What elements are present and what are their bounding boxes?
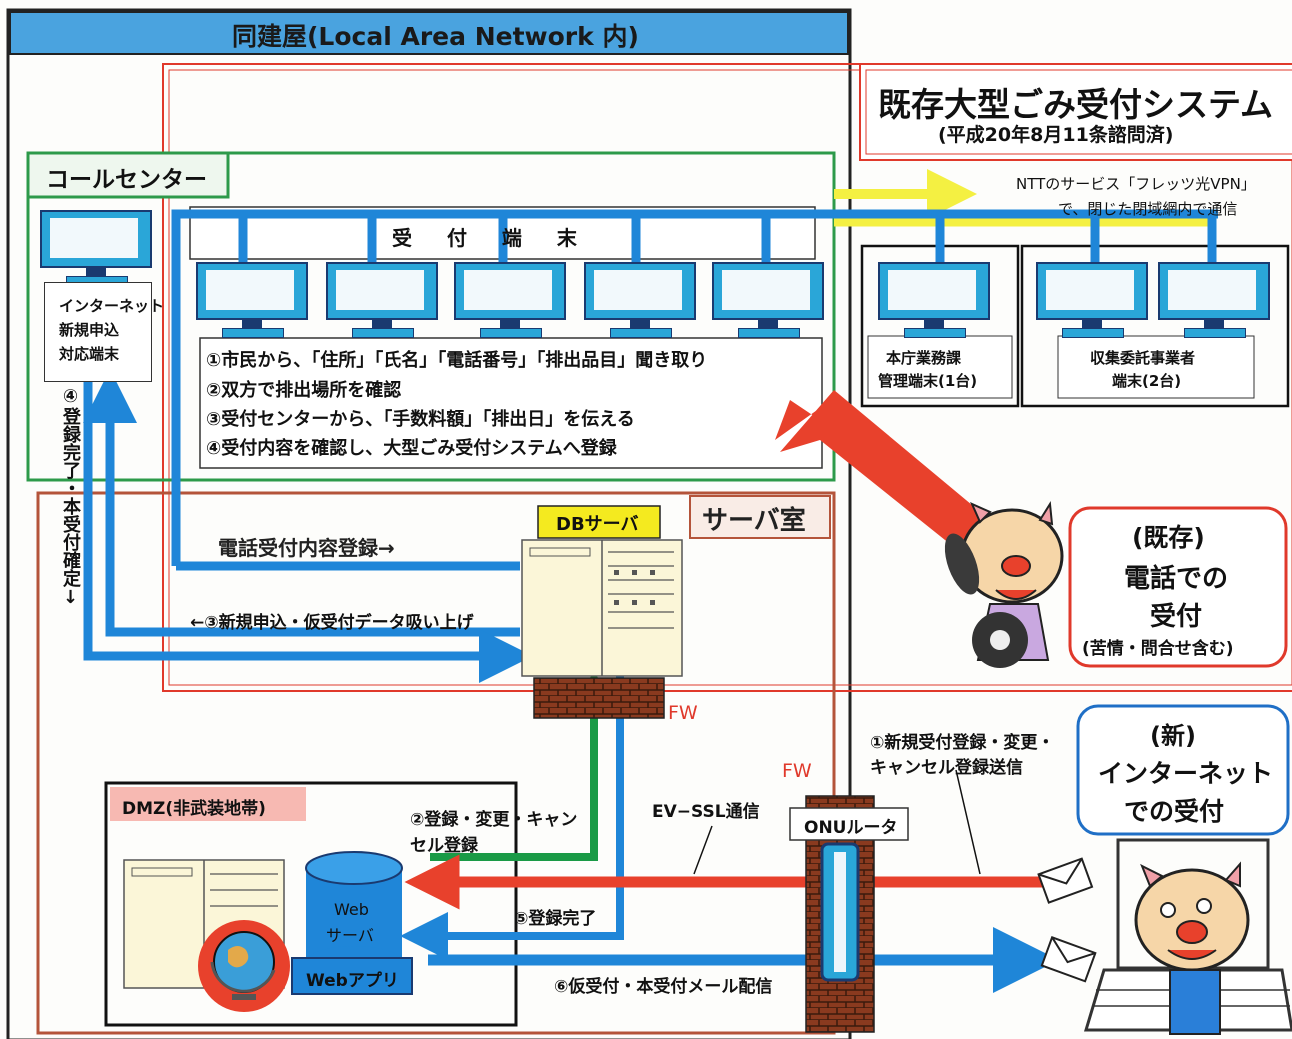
terminal-office-line2: 管理端末(1台) — [878, 372, 978, 390]
call-center-title: コールセンター — [46, 167, 207, 193]
new-registration-line1: ①新規受付登録・変更・ — [870, 733, 1055, 753]
step-3: ③受付センターから、「手数料額」「排出日」を伝える — [206, 409, 635, 430]
monitor-icon — [326, 262, 438, 338]
server-room-frame — [36, 491, 836, 1035]
existing-system-frame — [162, 63, 1292, 692]
pig-mascot-phone-icon — [944, 500, 1064, 668]
new-registration-line2: キャンセル登録送信 — [870, 758, 1023, 778]
web-server-line1: Web — [334, 900, 369, 919]
monitor-icon — [196, 262, 308, 338]
dmz-frame — [104, 781, 518, 1027]
vertical-note-text: ④登録完了・本受付確定↓ — [60, 386, 81, 608]
existing-terminal-frames — [860, 244, 1290, 408]
internet-terminal-line1: インターネット — [59, 297, 165, 315]
internet-reception-line1: (新) — [1150, 722, 1196, 750]
monitor-icon — [1158, 262, 1270, 338]
vpn-note-line1: NTTのサービス「フレッツ光VPN」 — [1016, 175, 1256, 193]
fw-label-db: FW — [668, 702, 698, 724]
vertical-note: ④登録完了・本受付確定↓ — [58, 386, 82, 614]
monitor-icon — [454, 262, 566, 338]
complete-label: ⑤登録完了 — [514, 909, 597, 929]
internet-terminal-label-box: インターネット 新規申込 対応端末 — [44, 282, 164, 382]
ev-ssl-label: EV−SSL通信 — [652, 802, 760, 822]
existing-system-subtitle: (平成20年8月11条諮問済) — [938, 124, 1174, 146]
internet-traffic-arrows — [404, 769, 1059, 993]
monitor-icon — [878, 262, 990, 338]
terminal-contractor-line1: 収集委託事業者 — [1090, 349, 1196, 367]
terminal-contractor-line2: 端末(2台) — [1112, 372, 1182, 390]
intake-data-label: ←③新規申込・仮受付データ吸い上げ — [190, 613, 474, 633]
dmz-title: DMZ(非武装地帯) — [122, 799, 266, 819]
terminal-office-line1: 本庁業務課 — [886, 349, 962, 367]
mail-label: ⑥仮受付・本受付メール配信 — [554, 977, 773, 997]
monitor-icon — [712, 262, 824, 338]
server-room-title: サーバ室 — [702, 506, 806, 536]
db-firewall — [533, 677, 665, 719]
internet-reception-box — [1076, 704, 1290, 836]
register-line2: セル登録 — [410, 836, 478, 856]
pig-mascot-internet-icon — [1134, 861, 1250, 1035]
globe-icon — [198, 920, 290, 1012]
vpn-yellow-line — [834, 169, 1212, 227]
db-server-icon — [521, 505, 683, 677]
envelope-icon — [1037, 857, 1097, 983]
step-1: ①市民から、「住所」「氏名」「電話番号」「排出品目」聞き取り — [206, 350, 708, 371]
lan-title: 同建屋(Local Area Network 内) — [232, 22, 639, 51]
internet-terminal-line3: 対応端末 — [59, 345, 120, 363]
web-app-label: Webアプリ — [306, 971, 399, 991]
web-server-line2: サーバ — [326, 926, 374, 945]
register-line1: ②登録・変更・キャン — [410, 810, 578, 830]
monitor-icon — [584, 262, 696, 338]
intake-lines — [83, 369, 533, 683]
database-icon — [291, 851, 413, 995]
monitor-icon — [40, 210, 152, 286]
internet-reception-line3: での受付 — [1124, 797, 1225, 826]
step-4: ④受付内容を確認し、大型ごみ受付システムへ登録 — [206, 438, 617, 459]
lan-frame — [6, 8, 852, 1039]
vpn-note-line2: で、閉じた閉域網内で通信 — [1058, 200, 1238, 218]
phone-reception-arrow — [775, 390, 990, 548]
reception-terminals-label: 受 付 端 末 — [392, 226, 591, 250]
phone-reception-line4: (苦情・問合せ含む) — [1082, 639, 1234, 659]
db-dmz-lines — [400, 670, 624, 960]
internet-reception-line2: インターネット — [1098, 759, 1274, 788]
phone-reception-line1: (既存) — [1132, 523, 1205, 552]
monitor-icon — [1036, 262, 1148, 338]
phone-reception-line2: 電話での — [1124, 564, 1229, 594]
phone-registration-label: 電話受付内容登録→ — [218, 536, 395, 560]
fw-label-onu: FW — [782, 760, 812, 782]
internet-terminal-line2: 新規申込 — [59, 321, 120, 339]
phone-reception-line3: 受付 — [1150, 602, 1203, 632]
step-2: ②双方で排出場所を確認 — [206, 380, 402, 401]
db-label: DBサーバ — [556, 514, 639, 535]
onu-firewall — [789, 795, 909, 1033]
phone-reception-box — [1068, 506, 1288, 668]
onu-label: ONUルータ — [804, 818, 898, 838]
existing-system-title: 既存大型ごみ受付システム — [878, 85, 1274, 124]
